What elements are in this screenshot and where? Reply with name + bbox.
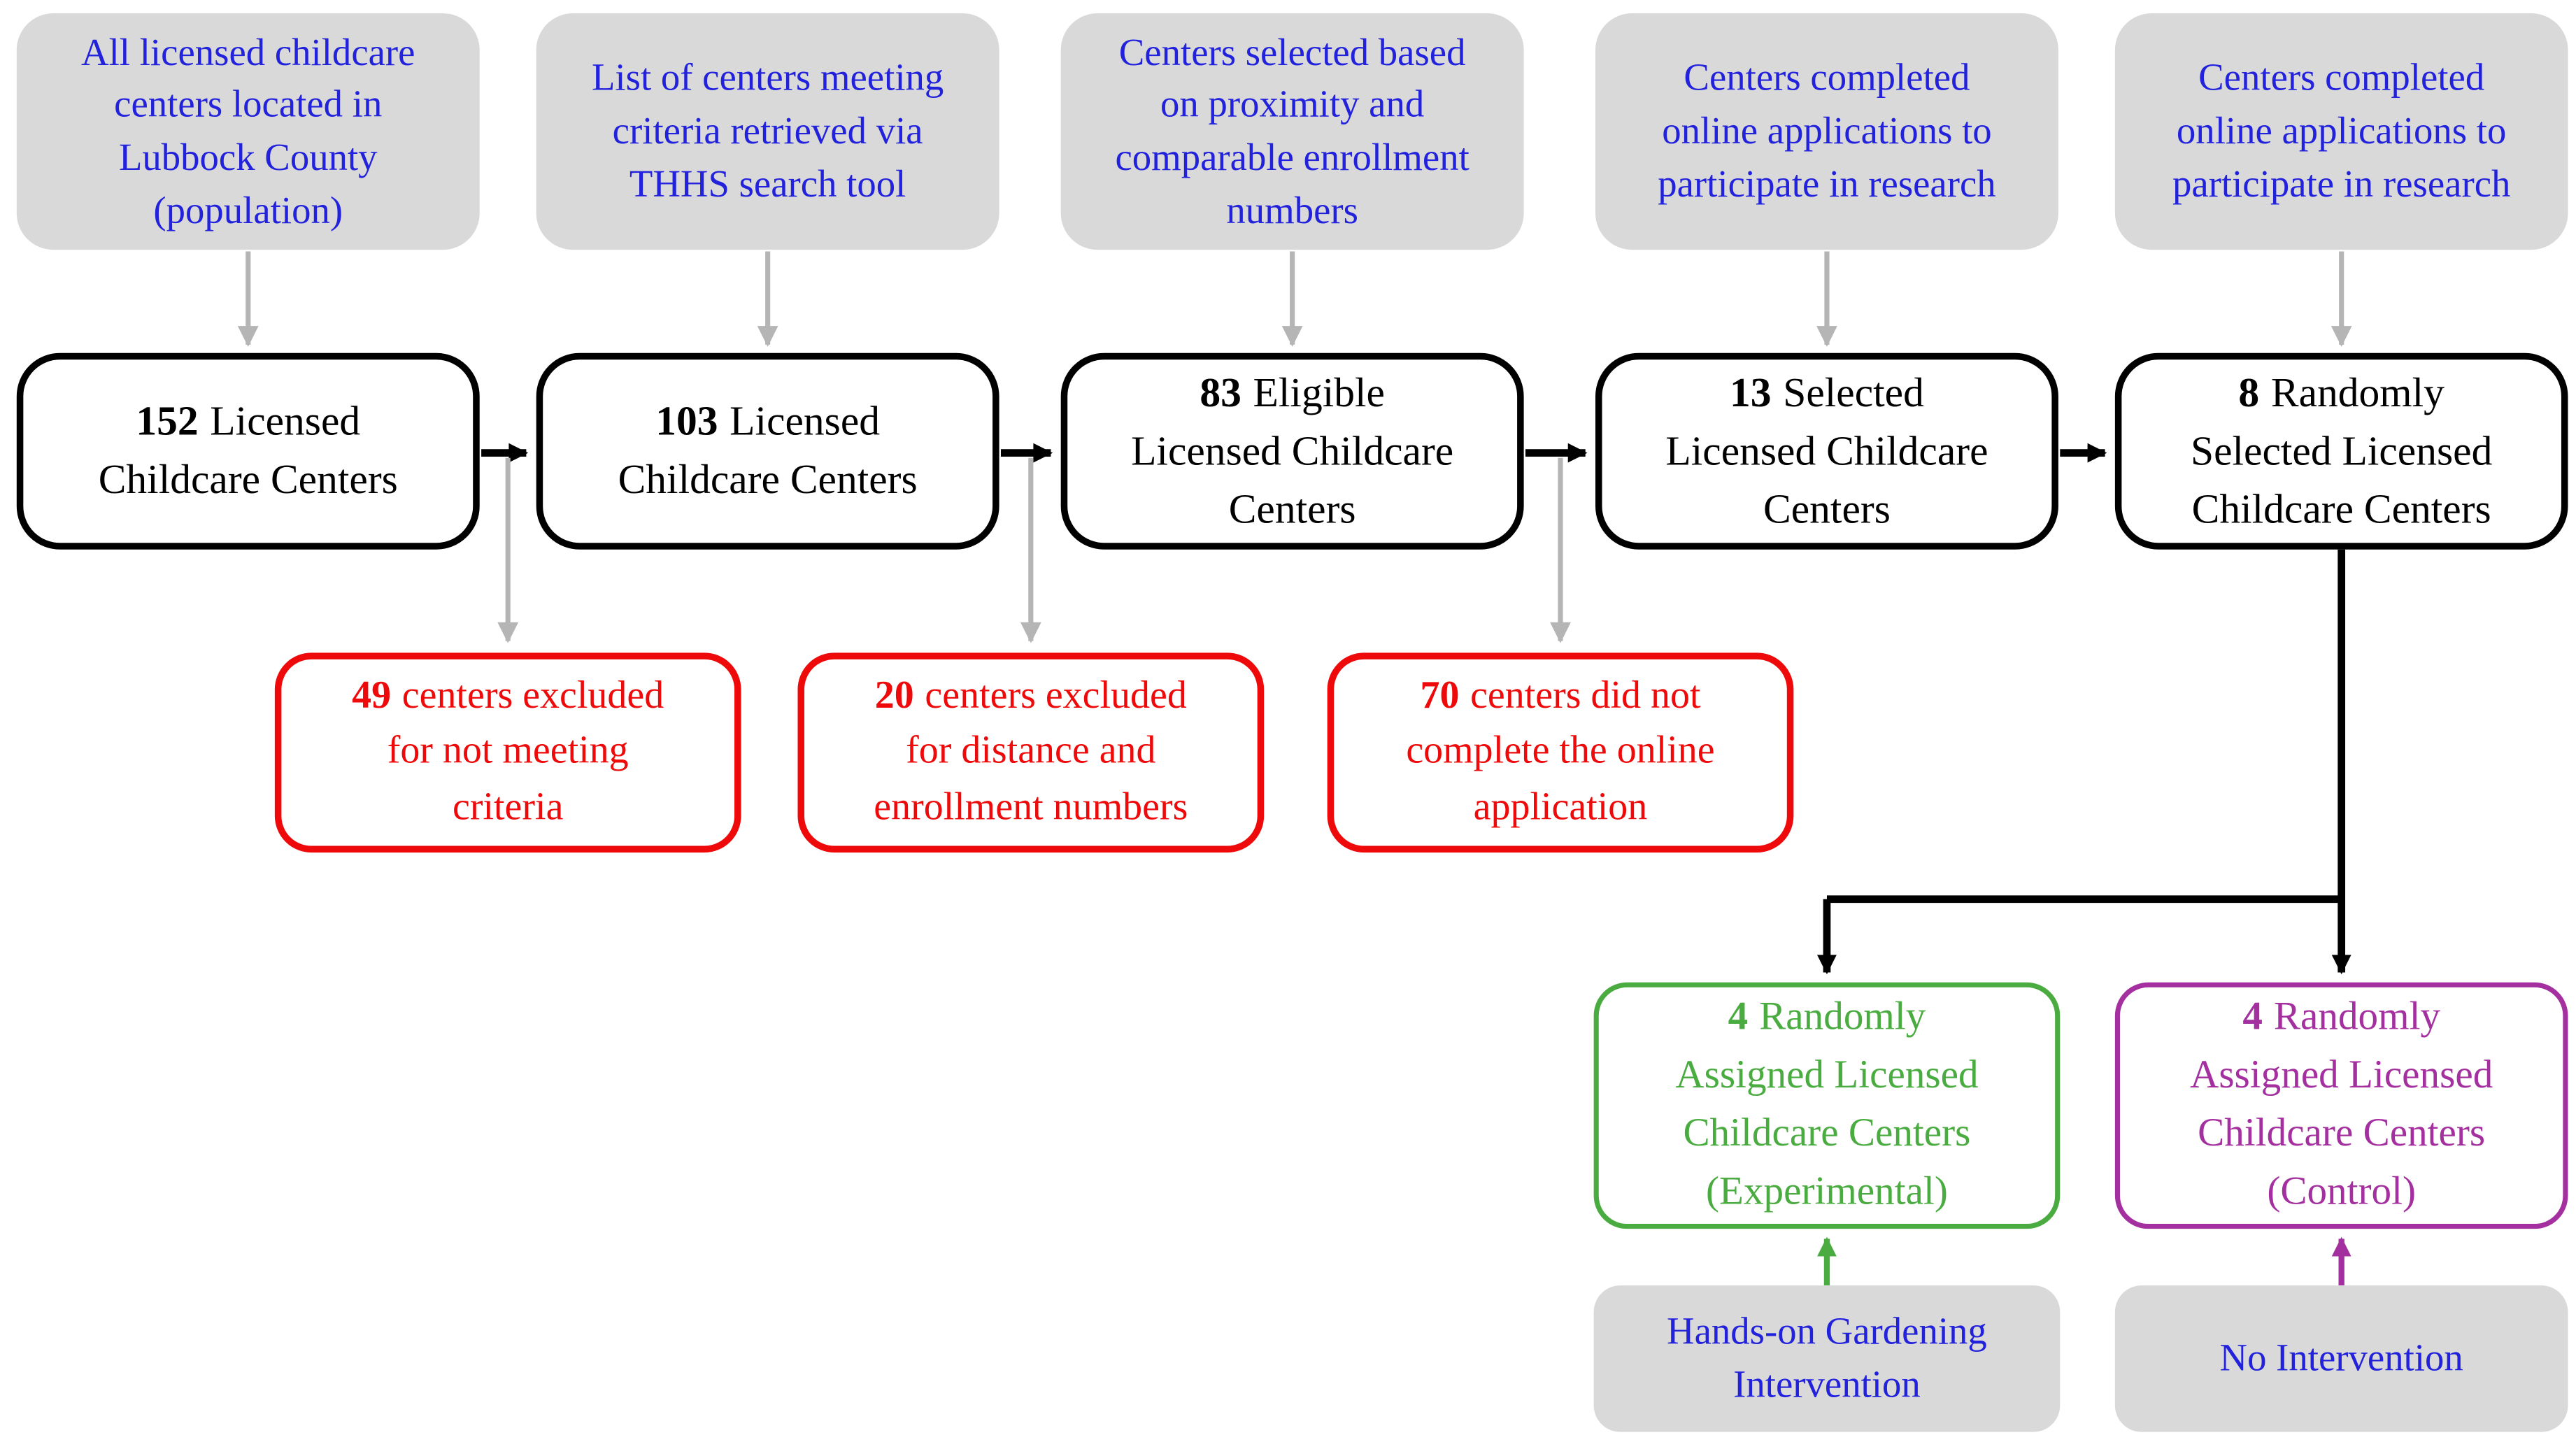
process-count: 8	[2238, 370, 2260, 416]
process-label: Licensed Childcare Centers	[618, 399, 918, 504]
assignment-label: Randomly Assigned Licensed Childcare Cen…	[1675, 996, 1979, 1214]
population-box-proximity: Centers selected based on proximity and …	[1060, 13, 1524, 250]
intervention-box-none: No Intervention	[2114, 1285, 2568, 1432]
excluded-label: centers did not complete the online appl…	[1406, 674, 1715, 829]
population-box-all-centers: All licensed childcare centers located i…	[16, 13, 480, 250]
population-box-text: All licensed childcare centers located i…	[81, 31, 415, 231]
intervention-text: No Intervention	[2219, 1336, 2463, 1379]
process-count: 13	[1730, 370, 1772, 416]
process-label: Selected Licensed Childcare Centers	[1665, 370, 1988, 532]
assignment-label: Randomly Assigned Licensed Childcare Cen…	[2190, 996, 2493, 1214]
population-box-thhs-list: List of centers meeting criteria retriev…	[536, 13, 999, 250]
excluded-count: 49	[352, 674, 392, 718]
intervention-text: Hands-on Gardening Intervention	[1667, 1310, 1987, 1406]
population-box-applications-2: Centers completed online applications to…	[2114, 13, 2568, 250]
excluded-count: 20	[874, 674, 914, 718]
intervention-box-gardening: Hands-on Gardening Intervention	[1593, 1285, 2061, 1432]
process-count: 83	[1200, 370, 1241, 416]
population-box-text: Centers completed online applications to…	[1658, 57, 1996, 205]
population-box-applications-1: Centers completed online applications to…	[1595, 13, 2058, 250]
exclusion-drop-arrows	[497, 457, 1571, 643]
process-count: 152	[136, 399, 199, 445]
process-label: Eligible Licensed Childcare Centers	[1131, 370, 1454, 532]
population-box-text: List of centers meeting criteria retriev…	[591, 57, 944, 205]
randomization-elbow	[1817, 549, 2351, 975]
assignment-count: 4	[1728, 996, 1749, 1040]
population-box-text: Centers completed online applications to…	[2172, 57, 2511, 205]
process-label: Randomly Selected Licensed Childcare Cen…	[2190, 370, 2493, 532]
excluded-label: centers excluded for distance and enroll…	[874, 674, 1188, 829]
population-down-arrows	[237, 251, 2352, 347]
population-box-text: Centers selected based on proximity and …	[1115, 31, 1470, 231]
assignment-count: 4	[2242, 996, 2263, 1040]
process-label: Licensed Childcare Centers	[98, 399, 398, 504]
excluded-label: centers excluded for not meeting criteri…	[387, 674, 664, 829]
process-count: 103	[655, 399, 718, 445]
excluded-count: 70	[1420, 674, 1460, 718]
